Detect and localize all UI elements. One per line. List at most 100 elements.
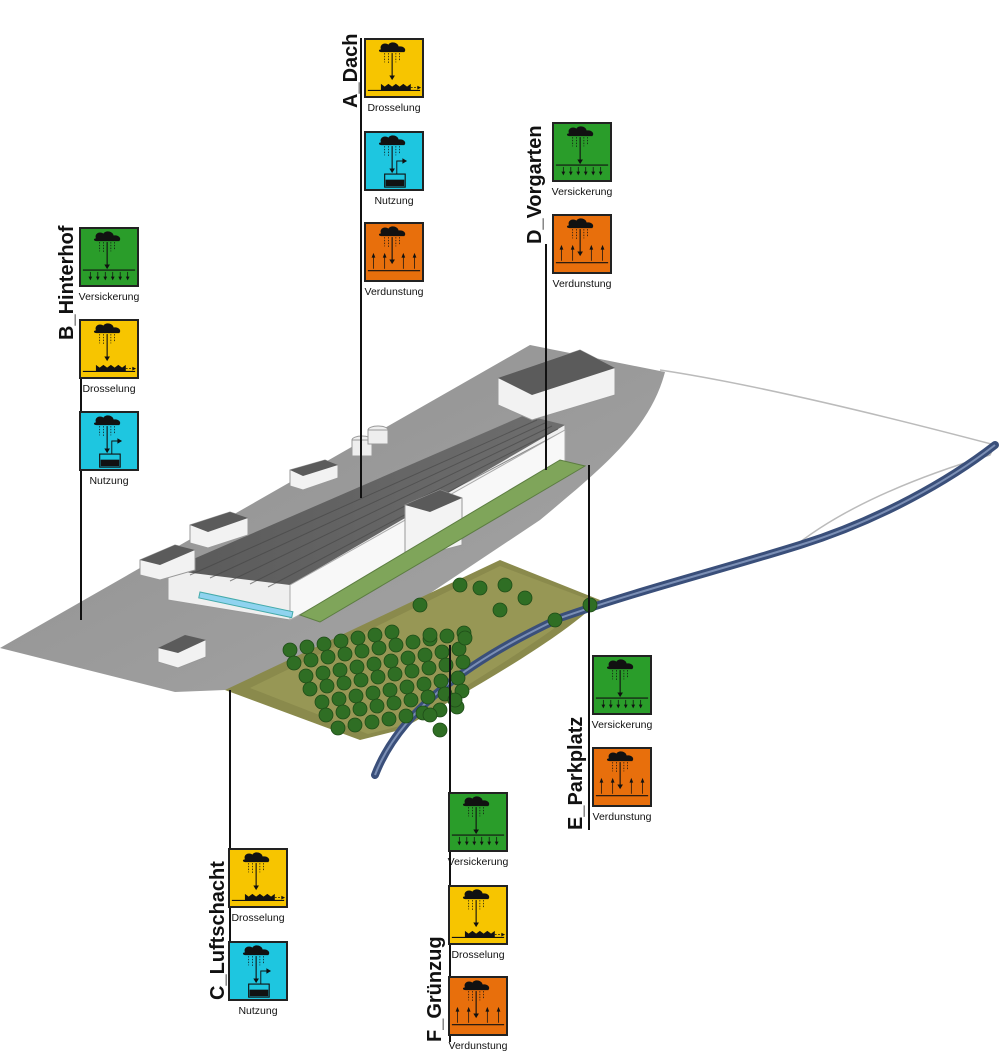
tree xyxy=(405,634,421,650)
tree xyxy=(320,649,336,665)
tree xyxy=(332,662,348,678)
tree xyxy=(450,670,466,686)
measure-caption: Verdunstung xyxy=(364,286,424,298)
usage-icon xyxy=(79,411,139,471)
tree xyxy=(333,633,349,649)
tree xyxy=(399,679,415,695)
tree xyxy=(335,704,351,720)
throttle-icon xyxy=(364,38,424,98)
throttle-icon xyxy=(79,319,139,379)
measure-caption: Versickerung xyxy=(447,856,509,868)
throttle-icon xyxy=(228,848,288,908)
tree xyxy=(353,672,369,688)
tree xyxy=(303,652,319,668)
tree xyxy=(420,689,436,705)
tree xyxy=(582,597,598,613)
leader-line-a xyxy=(360,38,362,498)
tree xyxy=(348,688,364,704)
tree xyxy=(349,659,365,675)
tree xyxy=(434,644,450,660)
measure-caption: Drosselung xyxy=(451,949,505,961)
measure-card-drosselung: Drosselung xyxy=(352,38,436,114)
measure-card-nutzung: Nutzung xyxy=(352,131,436,207)
tree xyxy=(547,612,563,628)
site-boundary xyxy=(659,369,997,551)
leader-line-d xyxy=(545,244,547,470)
measure-caption: Verdunstung xyxy=(552,278,612,290)
tree-grove xyxy=(282,577,598,738)
measure-card-versickerung: Versickerung xyxy=(436,792,520,868)
infiltration-icon xyxy=(448,792,508,852)
evaporation-icon xyxy=(364,222,424,282)
tree xyxy=(352,701,368,717)
throttle-icon xyxy=(448,885,508,945)
measure-card-versickerung: Versickerung xyxy=(540,122,624,198)
tree xyxy=(492,602,508,618)
tree xyxy=(439,628,455,644)
measure-caption: Versickerung xyxy=(78,291,140,303)
measure-caption: Nutzung xyxy=(89,475,129,487)
tree xyxy=(388,637,404,653)
measure-card-verdunstung: Verdunstung xyxy=(436,976,520,1052)
measure-card-versickerung: Versickerung xyxy=(580,655,664,731)
tree xyxy=(400,650,416,666)
tree xyxy=(369,698,385,714)
tree xyxy=(365,685,381,701)
tree xyxy=(416,676,432,692)
leader-line-b xyxy=(80,340,82,620)
measure-caption: Versickerung xyxy=(551,186,613,198)
evaporation-icon xyxy=(448,976,508,1036)
measure-caption: Nutzung xyxy=(238,1005,278,1017)
tree xyxy=(382,682,398,698)
tree xyxy=(422,627,438,643)
measure-caption: Verdunstung xyxy=(448,1040,508,1052)
tree xyxy=(298,668,314,684)
infiltration-icon xyxy=(79,227,139,287)
tree xyxy=(371,640,387,656)
tree xyxy=(403,692,419,708)
tree xyxy=(452,577,468,593)
tree xyxy=(384,624,400,640)
tree xyxy=(517,590,533,606)
tree xyxy=(386,695,402,711)
tree xyxy=(412,597,428,613)
infiltration-icon xyxy=(592,655,652,715)
light-shaft xyxy=(198,591,294,619)
tree xyxy=(286,655,302,671)
tree xyxy=(398,708,414,724)
tree xyxy=(299,639,315,655)
measure-caption: Drosselung xyxy=(367,102,421,114)
measure-caption: Drosselung xyxy=(82,383,136,395)
measure-caption: Verdunstung xyxy=(592,811,652,823)
measure-card-verdunstung: Verdunstung xyxy=(580,747,664,823)
measure-card-verdunstung: Verdunstung xyxy=(540,214,624,290)
tree xyxy=(383,653,399,669)
measure-card-drosselung: Drosselung xyxy=(216,848,300,924)
tree xyxy=(457,630,473,646)
leader-line-c xyxy=(229,690,231,1000)
tree xyxy=(421,660,437,676)
tree xyxy=(366,656,382,672)
measure-card-nutzung: Nutzung xyxy=(67,411,151,487)
usage-icon xyxy=(364,131,424,191)
evaporation-icon xyxy=(592,747,652,807)
tree xyxy=(302,681,318,697)
measure-card-verdunstung: Verdunstung xyxy=(352,222,436,298)
tree xyxy=(404,663,420,679)
tree xyxy=(314,694,330,710)
measure-caption: Versickerung xyxy=(591,719,653,731)
tree xyxy=(350,630,366,646)
tree xyxy=(282,642,298,658)
tree xyxy=(387,666,403,682)
evaporation-icon xyxy=(552,214,612,274)
tree xyxy=(422,707,438,723)
measure-caption: Nutzung xyxy=(374,195,414,207)
tree xyxy=(447,692,463,708)
tree xyxy=(381,711,397,727)
tree xyxy=(336,675,352,691)
measure-card-versickerung: Versickerung xyxy=(67,227,151,303)
leader-line-e xyxy=(588,465,590,830)
tree xyxy=(432,722,448,738)
measure-card-drosselung: Drosselung xyxy=(436,885,520,961)
